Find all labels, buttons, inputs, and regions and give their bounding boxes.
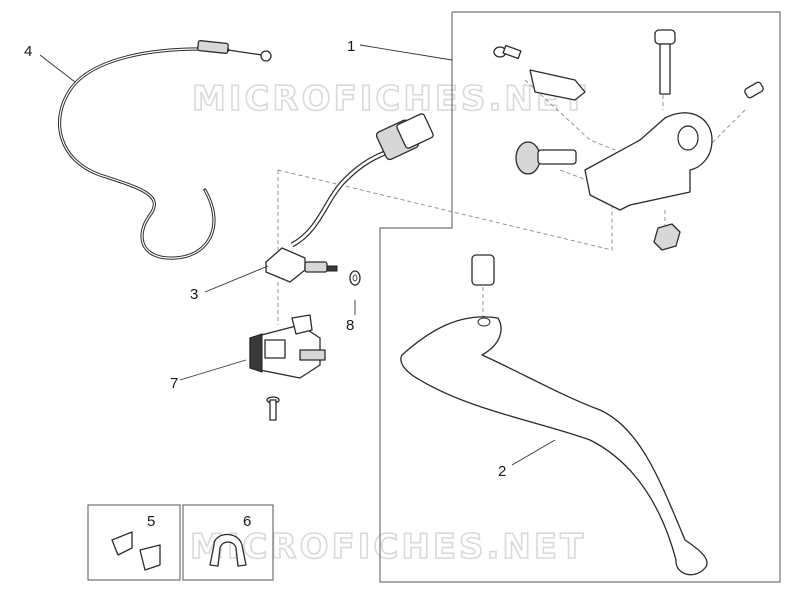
cable-clip-6[interactable] — [209, 533, 247, 567]
lever-mount-assembly[interactable] — [493, 29, 764, 251]
clutch-switch[interactable] — [265, 113, 434, 283]
callout-7: 7 — [170, 375, 178, 392]
bracket-screw[interactable] — [266, 396, 280, 421]
watermark-top: MICROFICHES.NET — [192, 79, 588, 119]
assembly-frame-1 — [379, 11, 781, 583]
callout-4: 4 — [24, 43, 32, 60]
callout-2: 2 — [498, 463, 506, 480]
callout-8: 8 — [346, 317, 354, 334]
cable-clip-5[interactable] — [111, 531, 161, 571]
leader-lines — [39, 44, 556, 466]
callout-3: 3 — [190, 286, 198, 303]
watermark-bottom: MICROFICHES.NET — [190, 527, 586, 567]
detail-box-6 — [182, 504, 274, 581]
washer[interactable] — [349, 270, 361, 286]
detail-box-5 — [87, 504, 181, 581]
callout-6: 6 — [243, 513, 251, 530]
switch-bracket[interactable] — [249, 314, 326, 379]
callout-5: 5 — [147, 513, 155, 530]
clutch-cable[interactable] — [57, 40, 272, 260]
clutch-lever[interactable] — [400, 254, 708, 576]
assembly-guides — [277, 79, 746, 325]
callout-1: 1 — [347, 38, 355, 55]
